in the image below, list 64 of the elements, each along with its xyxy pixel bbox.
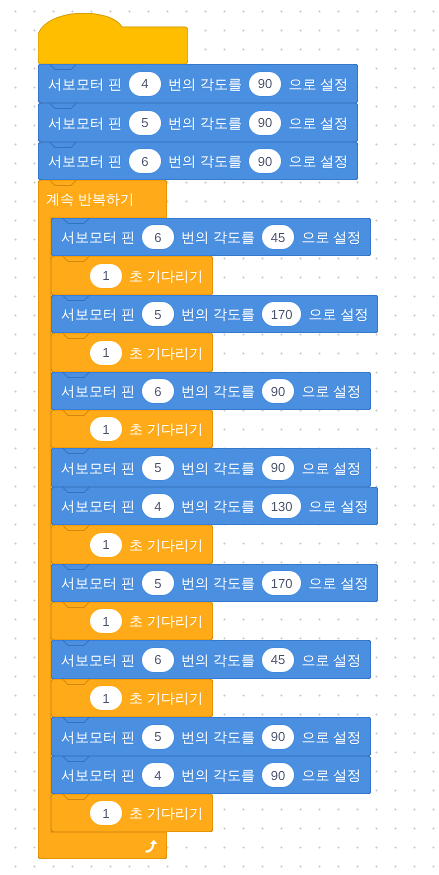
command-text: 서보모터 핀 [61,382,135,400]
wait-block [51,525,213,564]
command-text: 으로 설정 [301,458,362,476]
wait-block [51,794,213,832]
command-text: 서보모터 핀 [48,114,122,132]
command-text: 번의 각도를 [168,152,242,170]
command-text: 으로 설정 [308,305,368,323]
wait-block [51,602,213,640]
command-text: 번의 각도를 [180,382,255,400]
command-text: 초 기다리기 [129,804,203,822]
servo-block [51,640,372,679]
command-text: 서보모터 핀 [61,228,135,246]
command-text: 번의 각도를 [180,497,255,515]
command-text: 으로 설정 [301,728,362,746]
command-text: 초 기다리기 [129,612,203,630]
servo-block [38,103,358,142]
command-text: 서보모터 핀 [61,728,135,746]
command-text: 번의 각도를 [180,458,255,476]
command-text: 서보모터 핀 [61,458,135,476]
command-text: 으로 설정 [288,152,348,170]
servo-block [51,717,372,756]
command-text: 으로 설정 [301,650,362,668]
command-text: 으로 설정 [301,382,362,400]
wait-block [51,410,213,448]
command-text: 으로 설정 [308,574,368,592]
command-text: 번의 각도를 [168,74,242,92]
command-text: 번의 각도를 [180,305,255,323]
command-text: 초 기다리기 [129,266,203,284]
command-text: 으로 설정 [301,766,362,784]
command-text: 번의 각도를 [168,114,242,132]
wait-block [51,333,213,372]
servo-block [51,756,372,794]
start-hat-block [38,13,188,64]
command-text: 번의 각도를 [180,574,255,592]
command-text: 초 기다리기 [129,344,203,362]
command-text: 서보모터 핀 [61,574,135,592]
command-text: 서보모터 핀 [61,650,135,668]
command-text: 서보모터 핀 [61,497,135,515]
command-text: 번의 각도를 [180,766,255,784]
command-text: 초 기다리기 [129,689,203,707]
command-text: 서보모터 핀 [48,152,122,170]
wait-block [51,256,213,295]
servo-block [38,142,358,180]
command-text: 서보모터 핀 [48,74,122,92]
command-text: 으로 설정 [308,497,368,515]
servo-block [51,487,378,525]
servo-block [51,372,372,410]
servo-block [51,448,372,487]
command-text: 초 기다리기 [129,536,203,554]
wait-block [51,679,213,717]
command-text: 으로 설정 [288,114,348,132]
command-text: 번의 각도를 [180,650,255,668]
servo-block [51,218,372,256]
command-text: 으로 설정 [288,74,348,92]
command-text: 서보모터 핀 [61,305,135,323]
servo-block [51,564,378,602]
servo-block [38,64,358,103]
servo-block [51,295,378,333]
command-text: 초 기다리기 [129,420,203,438]
command-text: 번의 각도를 [180,728,255,746]
command-text: 으로 설정 [301,228,362,246]
command-text: 서보모터 핀 [61,766,135,784]
command-text: 번의 각도를 [180,228,255,246]
loop-title: 계속 반복하기 [46,190,134,208]
